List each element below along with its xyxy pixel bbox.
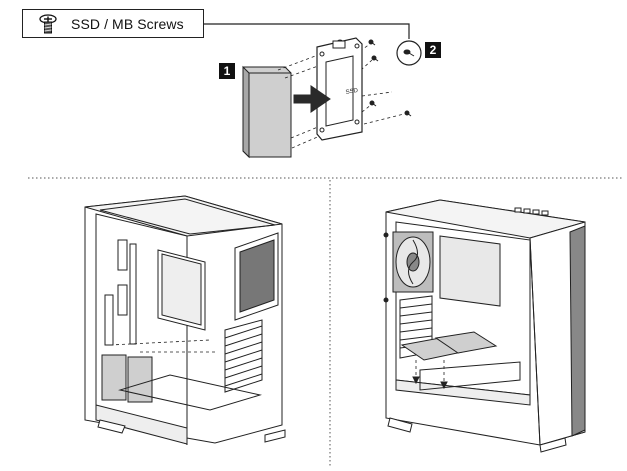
rear-fan (392, 231, 434, 293)
screw-legend-box: SSD / MB Screws (22, 9, 204, 38)
callout-screw-icon (403, 49, 415, 57)
bracket-ssd-label: SSD (345, 88, 359, 96)
case-foot (387, 417, 413, 433)
top-io-buttons (514, 207, 549, 216)
rear-io-slots (104, 239, 137, 346)
screw-icon (39, 13, 57, 33)
case-rear-view (84, 195, 286, 445)
step-2-badge: 2 (425, 42, 441, 58)
ssd-mounted (400, 331, 498, 361)
legend-leader-line (204, 23, 410, 39)
front-mesh-panel (234, 232, 279, 321)
expansion-slots-left (224, 319, 263, 393)
bracket-screws (368, 39, 412, 117)
ssd-drive (242, 65, 292, 159)
case-front-view (383, 199, 586, 453)
case-foot (264, 429, 286, 443)
insert-arrow (293, 85, 331, 113)
hdd-cages-left (101, 354, 153, 403)
front-mesh-strip (569, 225, 586, 437)
ssd-bracket (316, 37, 363, 141)
case-foot (97, 419, 126, 434)
mb-tray (439, 235, 501, 307)
step-1-badge: 1 (219, 63, 235, 79)
screw-callout-circle (396, 40, 422, 66)
screw-legend-label: SSD / MB Screws (71, 15, 184, 32)
case-foot (539, 437, 567, 453)
